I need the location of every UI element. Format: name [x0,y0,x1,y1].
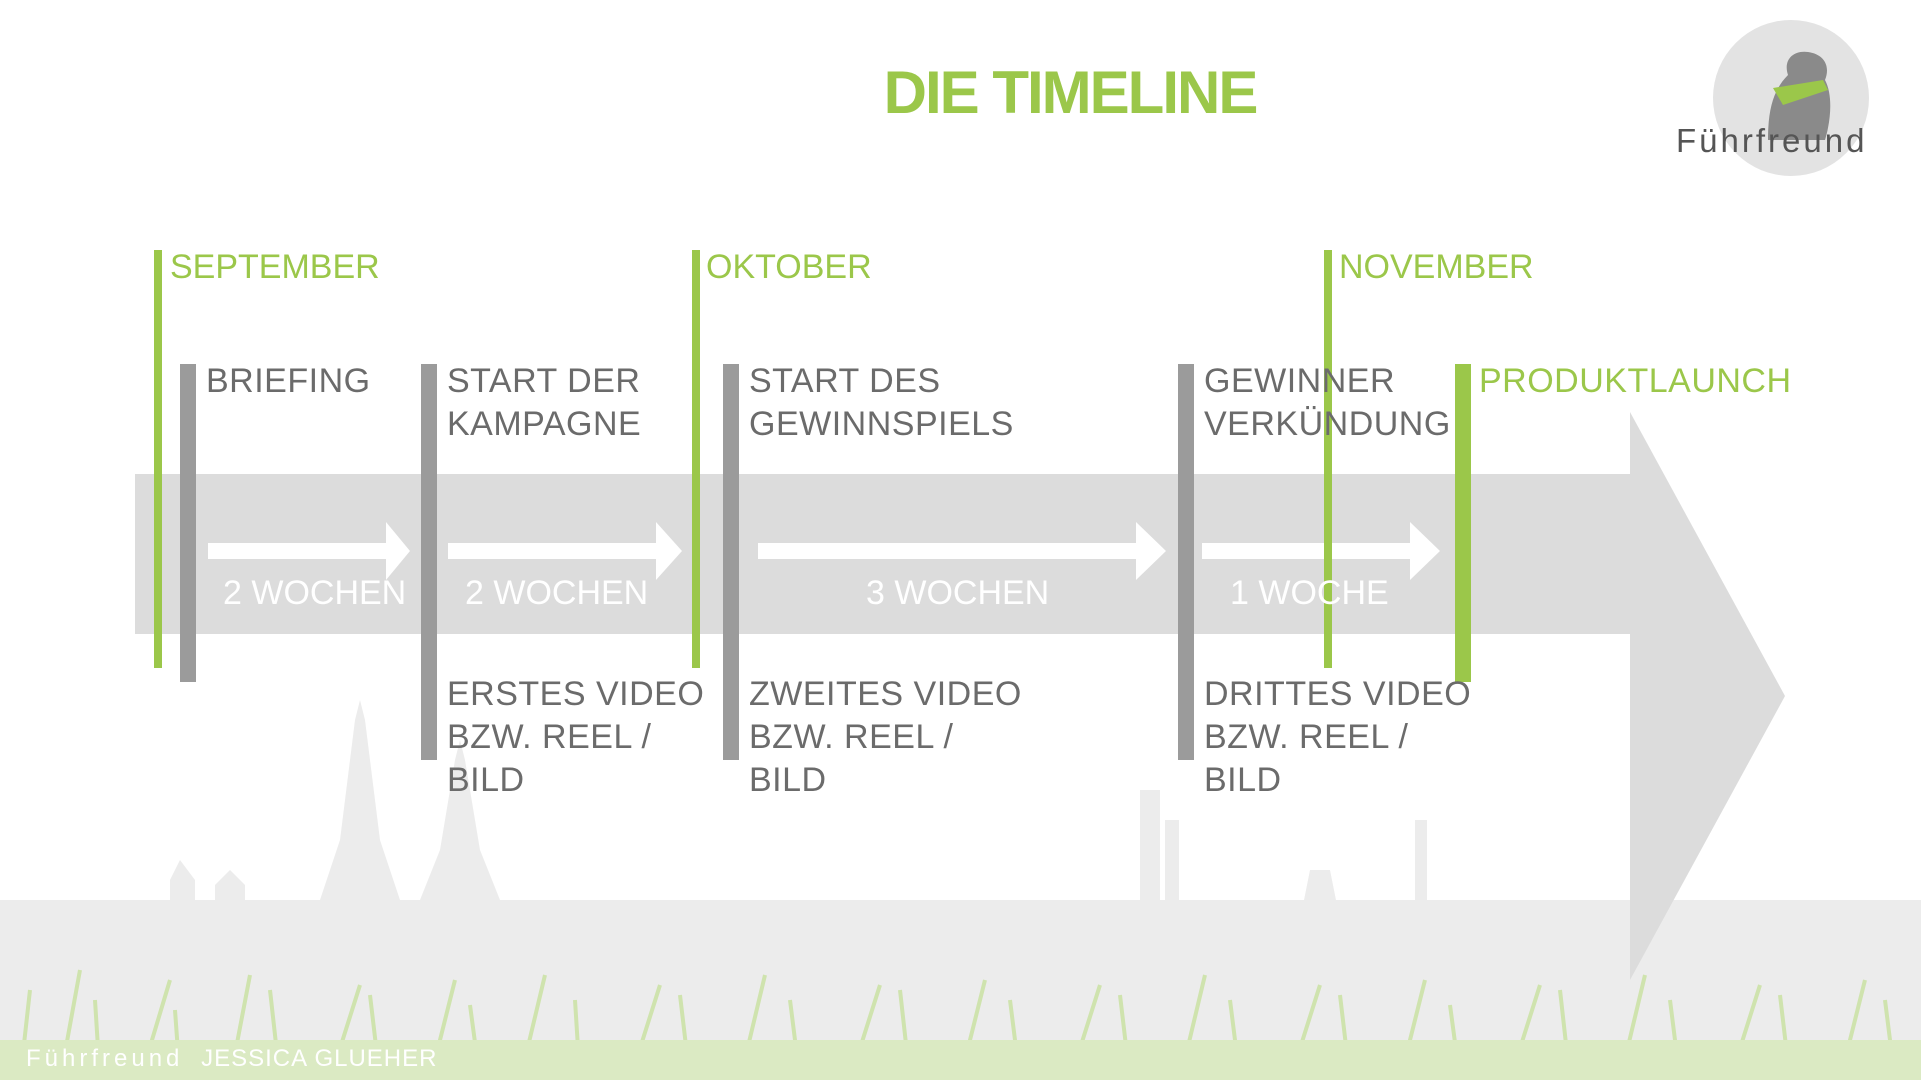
month-line-oktober [692,250,700,668]
footer-brand: Führfreund [26,1045,184,1072]
month-oktober: OKTOBER [706,248,872,286]
milestone-bar-briefing [180,364,196,682]
duration-4: 1 WOCHE [1230,574,1389,612]
video-drittes-line-2: BZW. REEL / [1204,718,1409,756]
milestone-gewinnspiel: START DES GEWINNSPIELS [749,360,1014,446]
video-drittes-line-1: DRITTES VIDEO [1204,675,1472,713]
video-zweites: ZWEITES VIDEO BZW. REEL / BILD [749,673,1022,802]
milestone-briefing: BRIEFING [206,360,371,403]
video-zweites-line-2: BZW. REEL / [749,718,954,756]
video-zweites-line-1: ZWEITES VIDEO [749,675,1022,713]
milestone-bar-gewinnspiel [723,364,739,760]
video-zweites-line-3: BILD [749,761,827,799]
milestone-launch: PRODUKTLAUNCH [1479,360,1792,403]
video-erstes-line-2: BZW. REEL / [447,718,652,756]
milestone-gewinnspiel-line-2: GEWINNSPIELS [749,405,1014,443]
milestone-gewinner: GEWINNER VERKÜNDUNG [1204,360,1451,446]
milestone-kampagne-line-2: KAMPAGNE [447,405,642,443]
duration-1: 2 WOCHEN [223,574,407,612]
footer-author: JESSICA GLUEHER [201,1045,438,1072]
video-erstes-line-3: BILD [447,761,525,799]
milestone-launch-line: PRODUKTLAUNCH [1479,362,1792,400]
video-drittes-line-3: BILD [1204,761,1282,799]
arrow-head-3 [1136,522,1166,580]
timeline-arrow-head [1630,412,1785,980]
milestone-kampagne: START DER KAMPAGNE [447,360,641,446]
video-drittes: DRITTES VIDEO BZW. REEL / BILD [1204,673,1471,802]
milestone-kampagne-line-1: START DER [447,362,641,400]
month-line-november [1324,250,1332,668]
arrow-shaft-2 [448,543,658,559]
milestone-bar-launch [1455,364,1471,682]
arrow-head-2 [656,522,682,580]
milestone-gewinner-line-1: GEWINNER [1204,362,1395,400]
month-line-september [154,250,162,668]
milestone-gewinnspiel-line-1: START DES [749,362,941,400]
month-september: SEPTEMBER [170,248,380,286]
milestone-bar-gewinner [1178,364,1194,760]
logo-circle [1713,20,1869,176]
video-erstes: ERSTES VIDEO BZW. REEL / BILD [447,673,704,802]
footer: Führfreund JESSICA GLUEHER [26,1045,437,1073]
arrow-shaft-3 [758,543,1138,559]
page-title: DIE TIMELINE [883,59,1259,126]
milestone-gewinner-line-2: VERKÜNDUNG [1204,405,1451,443]
video-erstes-line-1: ERSTES VIDEO [447,675,705,713]
arrow-head-4 [1410,522,1440,580]
dog-icon [1768,51,1831,140]
arrow-head-1 [386,522,410,580]
arrow-shaft-4 [1202,543,1412,559]
month-november: NOVEMBER [1339,248,1534,286]
duration-2: 2 WOCHEN [465,574,649,612]
milestone-briefing-line: BRIEFING [206,362,371,400]
milestone-bar-kampagne [421,364,437,760]
arrow-shaft-1 [208,543,388,559]
duration-3: 3 WOCHEN [866,574,1050,612]
logo-text: Führfreund [1676,122,1868,159]
